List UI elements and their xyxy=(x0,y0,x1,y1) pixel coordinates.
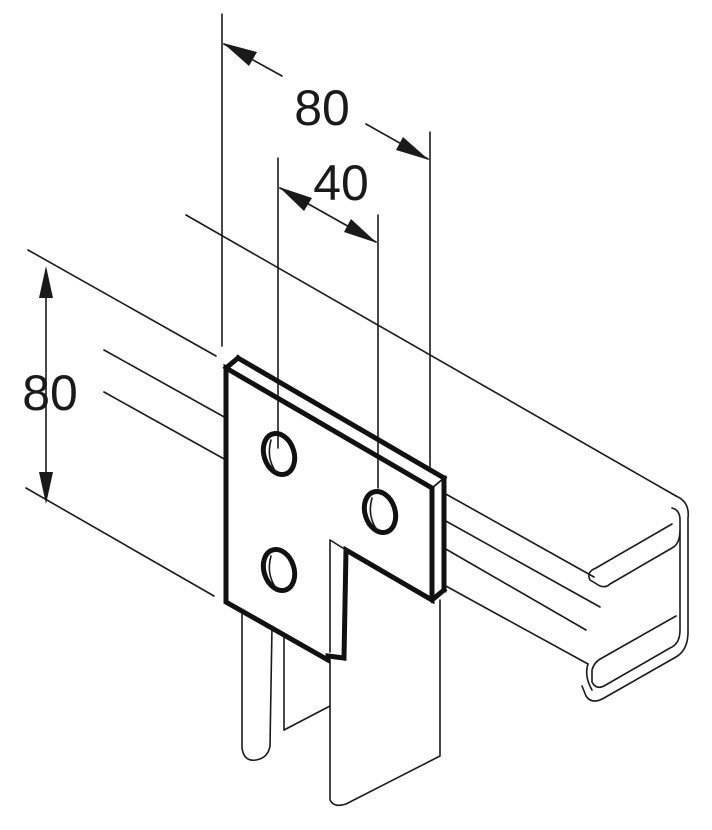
t-plate xyxy=(222,354,448,665)
dimension-label-hole-spacing: 40 xyxy=(313,155,369,211)
rail-right-bottom-edge xyxy=(443,584,589,665)
channel-rail xyxy=(25,214,690,702)
rail-end-profile-bottom xyxy=(585,663,593,691)
hole-right-inner xyxy=(369,497,378,531)
hole-top-left-inner xyxy=(268,439,277,473)
dimension-label-height: 80 xyxy=(22,365,78,421)
arrowhead-hole-spacing-left xyxy=(279,187,312,211)
plate-right-bottom-edge xyxy=(428,586,448,604)
rail-end-profile-outer xyxy=(581,495,690,702)
plate-top-back-edge xyxy=(234,354,448,482)
rail-lip-line-lower xyxy=(103,391,227,461)
bolt-hole-bottom-left xyxy=(260,546,298,594)
dimension-top-width: 80 xyxy=(223,43,429,160)
dimension-hole-spacing: 40 xyxy=(279,155,377,243)
rail-end-profile-lip xyxy=(591,531,681,689)
rail-right-top-edge xyxy=(443,492,595,578)
left-leg-outline xyxy=(241,613,273,762)
rail-bottom-front-edge xyxy=(25,487,215,597)
plate-top-face xyxy=(225,357,445,489)
rail-lip-line-upper xyxy=(103,349,227,419)
dimension-height: 80 xyxy=(22,266,78,504)
left-leg-bevel xyxy=(283,705,331,731)
arrowhead-top-width-left xyxy=(223,43,257,66)
bolt-hole-right xyxy=(361,488,399,536)
hole-bottom-left-rim xyxy=(260,546,298,594)
hole-top-left-rim xyxy=(260,430,298,478)
arrowhead-top-width-right xyxy=(396,137,429,160)
plate-front-outline xyxy=(223,363,435,665)
arrowhead-height-top xyxy=(39,266,53,298)
rail-top-back-edge xyxy=(185,214,677,497)
hole-bottom-left-inner xyxy=(268,555,277,589)
bracket-legs xyxy=(241,599,441,807)
dimension-label-top-width: 80 xyxy=(294,80,350,136)
arrowhead-height-bottom xyxy=(39,472,53,504)
hole-right-rim xyxy=(361,488,399,536)
bolt-hole-top-left xyxy=(260,430,298,478)
arrowhead-hole-spacing-right xyxy=(344,219,377,243)
rail-top-front-edge xyxy=(27,249,217,357)
right-leg-outline xyxy=(329,599,441,807)
notch-top-edge xyxy=(329,539,347,551)
rail-right-lip-lower xyxy=(443,547,587,631)
rail-end-profile-inner xyxy=(588,507,681,588)
rail-right-lip-upper xyxy=(443,519,601,608)
